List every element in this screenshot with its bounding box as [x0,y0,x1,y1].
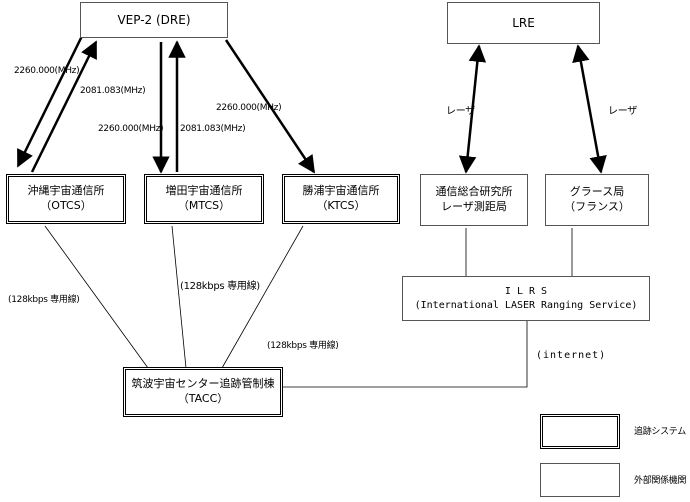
laser-nict-arrow [458,44,487,174]
okinawa-line-label: (128kbps 専用線) [8,295,80,305]
masuda-line-label: (128kbps 専用線) [180,281,260,292]
okinawa-name: 沖縄宇宙通信所 [27,184,105,198]
masuda-code: （MTCS） [177,199,231,212]
grasse-line2: （フランス） [564,200,630,213]
tacc-line2: （TACC） [177,392,229,405]
lre-label: LRE [512,15,535,30]
ilrs-line2: (International LASER Ranging Service) [414,299,638,311]
laser-right-label: レーザ [608,106,637,117]
legend-external-swatch [540,463,620,497]
katsuura-code: （KTCS） [316,199,366,212]
tacc-box: 筑波宇宙センター追跡管制棟 （TACC） [123,367,283,417]
okinawa-downlink-arrow [16,35,84,168]
line-okinawa-tacc [44,225,149,369]
ilrs-line1: I L R S [504,286,548,297]
katsuura-downlink-arrow [224,39,316,174]
okinawa-station-box: 沖縄宇宙通信所 （OTCS） [6,174,126,224]
nict-line1: 通信総合研究所 [435,185,513,199]
okinawa-uplink-arrow [30,40,98,173]
line-katsuura-tacc [221,225,304,369]
legend-tracking-swatch [540,414,620,449]
katsuura-station-box: 勝浦宇宙通信所 （KTCS） [282,174,400,224]
katsuura-line-label: (128kbps 専用線) [267,341,339,351]
masuda-station-box: 増田宇宙通信所 （MTCS） [144,174,264,224]
okinawa-code: （OTCS） [40,199,92,212]
tacc-line1: 筑波宇宙センター追跡管制棟 [131,377,275,391]
katsuura-downlink-label: 2260.000(MHz) [216,103,282,113]
vep2-box: VEP-2 (DRE) [80,2,228,38]
lre-box: LRE [447,2,600,44]
line-internet [282,321,528,388]
laser-left-label: レーザ [446,106,475,117]
grasse-box: グラース局 （フランス） [545,174,649,226]
ilrs-box: I L R S (International LASER Ranging Ser… [402,276,650,321]
okinawa-downlink-label: 2260.000(MHz) [14,66,80,76]
okinawa-uplink-label: 2081.083(MHz) [80,86,146,96]
line-masuda-tacc [171,225,187,369]
legend-tracking-label: 追跡システム [634,427,686,437]
internet-label: (internet) [536,350,607,361]
laser-grasse-arrow [572,44,607,174]
vep2-label: VEP-2 (DRE) [117,12,191,27]
grasse-line1: グラース局 [569,185,625,199]
legend-external-label: 外部関係機関 [634,476,687,486]
nict-line2: レーザ測距局 [441,200,507,213]
masuda-name: 増田宇宙通信所 [165,184,243,198]
masuda-downlink-label: 2260.000(MHz) [98,124,164,134]
nict-box: 通信総合研究所 レーザ測距局 [420,174,528,226]
katsuura-name: 勝浦宇宙通信所 [302,184,380,198]
masuda-uplink-label: 2081.083(MHz) [180,124,246,134]
